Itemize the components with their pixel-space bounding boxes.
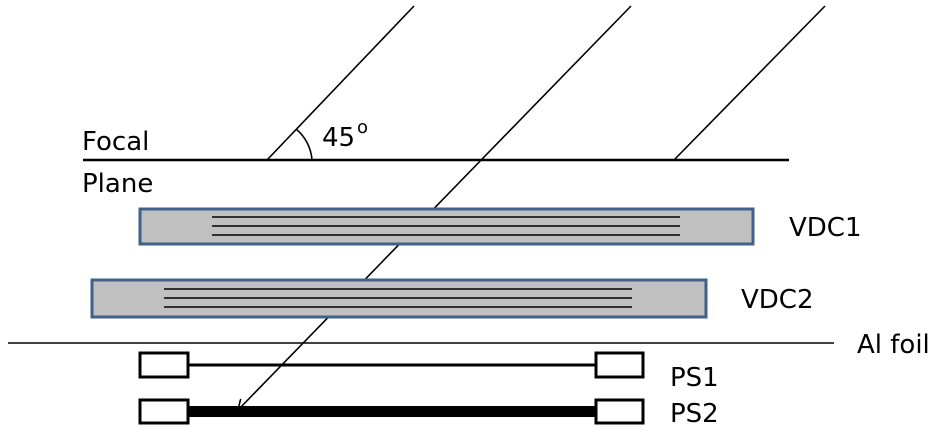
ps2-bar <box>188 406 596 417</box>
focal-label: Focal <box>82 127 149 157</box>
vdc2-chamber <box>90 278 708 319</box>
ps1-left-pmt <box>138 351 190 379</box>
vdc2-label: VDC2 <box>741 285 814 315</box>
angle-label: 45 <box>322 123 355 153</box>
degree-symbol: o <box>357 117 368 138</box>
ps2-label: PS2 <box>670 399 719 429</box>
vdc1-chamber <box>138 207 755 246</box>
angle-arc <box>295 128 313 161</box>
trajectory-right <box>673 5 826 161</box>
trajectory-left <box>266 5 415 161</box>
plane-label: Plane <box>82 169 153 199</box>
ps2-left-pmt <box>138 398 190 425</box>
ps1-label: PS1 <box>670 363 719 393</box>
ps1-scintillator <box>138 351 645 379</box>
ps2-scintillator <box>138 398 645 425</box>
vdc1-label: VDC1 <box>789 213 862 243</box>
al-foil-label: Al foil <box>857 330 930 360</box>
ps1-right-pmt <box>594 351 645 379</box>
ps2-right-pmt <box>594 398 645 425</box>
